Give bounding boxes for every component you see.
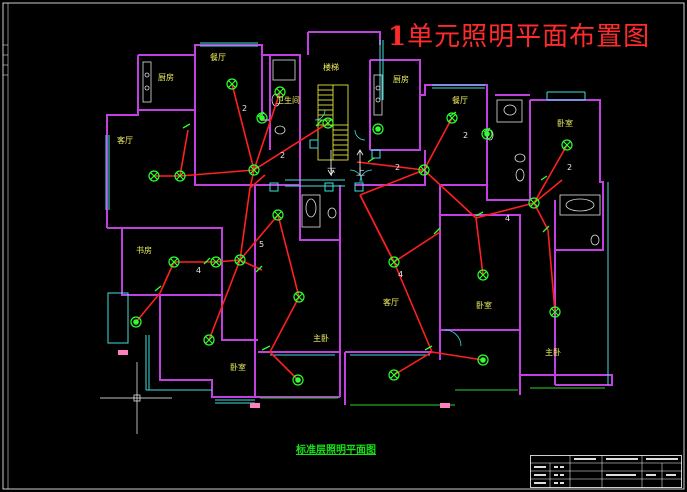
ceiling-light-icon bbox=[203, 334, 215, 346]
wall-light-icon bbox=[477, 354, 489, 366]
wall-light-icon bbox=[372, 123, 384, 135]
ceiling-light-icon bbox=[248, 164, 260, 176]
ceiling-light-icon bbox=[293, 291, 305, 303]
plan-subtitle: 标准层照明平面图 bbox=[296, 445, 376, 456]
wall-light-icon bbox=[481, 128, 493, 140]
ceiling-light-icon bbox=[234, 254, 246, 266]
wall-light-icon bbox=[292, 374, 304, 386]
windows bbox=[105, 40, 609, 404]
stair-up-label: 上 bbox=[356, 168, 366, 178]
ceiling-light-icon bbox=[477, 269, 489, 281]
wire-count: 2 bbox=[463, 131, 469, 140]
room-label-living-right: 客厅 bbox=[383, 298, 399, 307]
title-text: 单元照明平面布置图 bbox=[407, 22, 651, 52]
room-label-canteen-left: 餐厅 bbox=[210, 53, 226, 62]
room-label-bedroom-right-mid: 卧室 bbox=[476, 301, 492, 310]
room-label-master-right: 主卧 bbox=[545, 348, 561, 357]
room-label-bedroom-right-top: 卧室 bbox=[557, 119, 573, 128]
wire-count: 5 bbox=[259, 240, 265, 249]
stair-down-label: 下 bbox=[327, 168, 337, 178]
crosshair-cursor bbox=[100, 362, 172, 434]
room-label-kitchen-right: 厨房 bbox=[393, 75, 409, 84]
room-label-kitchen-left: 厨房 bbox=[158, 73, 174, 82]
wire-count: 2 bbox=[395, 163, 401, 172]
wire-count: 4 bbox=[196, 266, 202, 275]
ceiling-light-icon bbox=[322, 117, 334, 129]
wire-count: 4 bbox=[398, 270, 404, 279]
wire-count: 4 bbox=[505, 214, 511, 223]
binding-marks bbox=[3, 44, 8, 76]
ceiling-light-icon bbox=[388, 256, 400, 268]
stair-arrows bbox=[327, 149, 364, 176]
room-label-living-left: 客厅 bbox=[117, 136, 133, 145]
room-label-master-left: 主卧 bbox=[313, 334, 329, 343]
ceiling-light-icon bbox=[446, 112, 458, 124]
ceiling-light-icon bbox=[561, 139, 573, 151]
wiring bbox=[135, 83, 568, 381]
wall-light-icon bbox=[130, 316, 142, 328]
junction-boxes bbox=[269, 139, 381, 192]
room-label-study: 书房 bbox=[136, 246, 152, 255]
wire-count: 2 bbox=[567, 163, 573, 172]
light-fixtures bbox=[130, 78, 573, 386]
ceiling-light-icon bbox=[148, 170, 160, 182]
title-block bbox=[530, 455, 682, 488]
wall-ends bbox=[118, 350, 450, 408]
ceiling-light-icon bbox=[528, 197, 540, 209]
room-label-bedroom-left: 卧室 bbox=[230, 363, 246, 372]
drawing-title: 1单元照明平面布置图 bbox=[388, 16, 650, 53]
ceiling-light-icon bbox=[168, 256, 180, 268]
room-label-stair: 楼梯 bbox=[323, 63, 339, 72]
walls bbox=[106, 31, 613, 405]
ceiling-light-icon bbox=[226, 78, 238, 90]
ceiling-light-icon bbox=[388, 369, 400, 381]
plumbing-fixtures bbox=[142, 59, 601, 246]
title-number: 1 bbox=[388, 22, 408, 52]
ceiling-light-icon bbox=[549, 306, 561, 318]
ceiling-light-icon bbox=[272, 209, 284, 221]
balcony-rails bbox=[260, 387, 605, 406]
room-label-canteen-right: 餐厅 bbox=[452, 96, 468, 105]
wire-count: 2 bbox=[280, 151, 286, 160]
room-label-bath-left: 卫生间 bbox=[276, 96, 300, 105]
ceiling-light-icon bbox=[274, 86, 286, 98]
door-swings bbox=[314, 109, 462, 347]
ceiling-light-icon bbox=[418, 164, 430, 176]
ceiling-light-icon bbox=[174, 170, 186, 182]
ceiling-light-icon bbox=[210, 256, 222, 268]
switches bbox=[154, 111, 550, 351]
wire-count: 2 bbox=[242, 104, 248, 113]
wall-light-icon bbox=[256, 112, 268, 124]
